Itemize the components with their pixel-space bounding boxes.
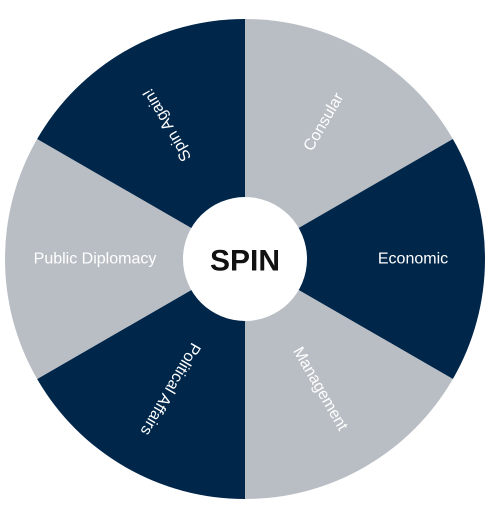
- wheel-label-public-diplomacy: Public Diplomacy: [34, 251, 157, 268]
- wheel-segment-spin-again[interactable]: [37, 18, 246, 259]
- wheel-segment-management[interactable]: [245, 259, 453, 499]
- wheel-segment-public-diplomacy[interactable]: [4, 139, 245, 379]
- wheel-segment-political-affairs[interactable]: [37, 259, 246, 499]
- wheel-segment-economic[interactable]: [245, 139, 486, 379]
- wheel-segment-consular[interactable]: [245, 19, 453, 259]
- wheel-label-economic: Economic: [378, 251, 448, 268]
- wheel-segments: [4, 18, 486, 499]
- spin-hub[interactable]: [183, 197, 307, 321]
- spin-hub-label: SPIN: [210, 245, 280, 278]
